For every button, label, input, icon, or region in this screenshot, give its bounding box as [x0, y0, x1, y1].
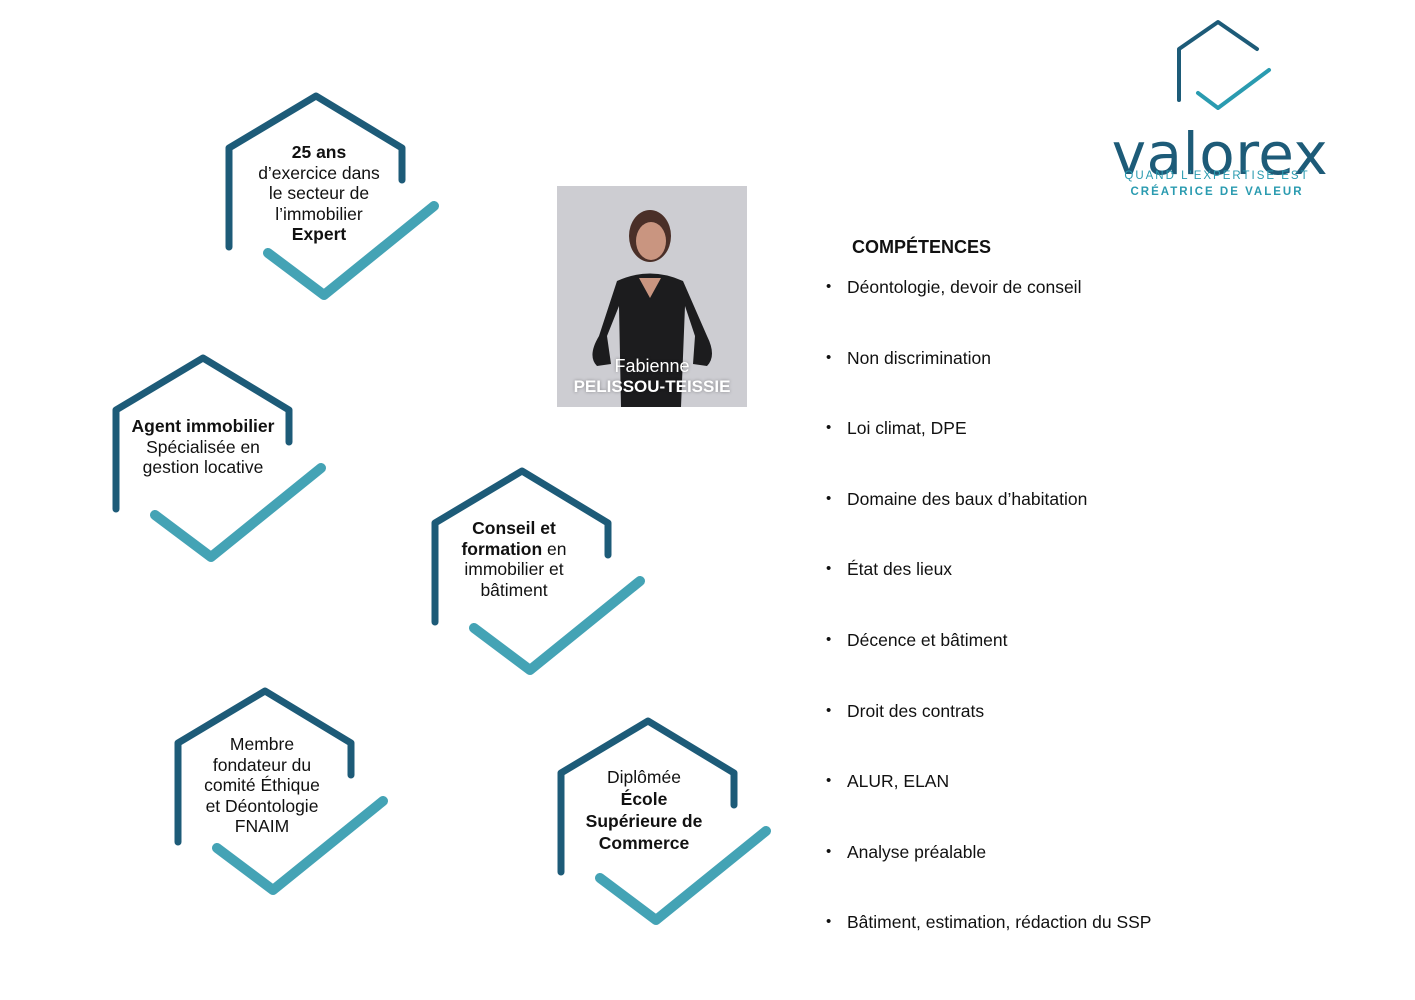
- list-item: Non discrimination: [826, 347, 1151, 418]
- competences-title: COMPÉTENCES: [852, 237, 992, 257]
- badge-line: le secteur de: [268, 183, 370, 203]
- badge-text: Membre fondateur du comité Éthique et Dé…: [162, 734, 362, 837]
- valorex-logo: valorex QUAND L'EXPERTISE EST CRÉATRICE …: [1105, 18, 1335, 208]
- logo-tagline-2: CRÉATRICE DE VALEUR: [1130, 186, 1304, 198]
- badge-line: immobilier et: [464, 559, 564, 579]
- person-silhouette: [557, 186, 747, 407]
- badge-line: Diplômée: [607, 767, 681, 787]
- competences-list: Déontologie, devoir de conseil Non discr…: [826, 276, 1151, 982]
- hexagon-check-icon: [431, 467, 645, 675]
- badge-text: Agent immobilier Spécialisée en gestion …: [103, 416, 303, 478]
- badge-line: 25 ans: [291, 142, 347, 162]
- badge-line: Spécialisée en: [146, 436, 260, 457]
- badge-line: École: [620, 789, 668, 809]
- hexagon-check-icon: [225, 92, 439, 300]
- badge-line: fondateur du: [212, 754, 312, 775]
- list-item: Bâtiment, estimation, rédaction du SSP: [826, 911, 1151, 982]
- badge-line: Commerce: [598, 833, 690, 853]
- hexagon-check-icon: [112, 354, 326, 562]
- badge-agent: Agent immobilier Spécialisée en gestion …: [106, 352, 326, 562]
- badge-text: 25 ans d’exercice dans le secteur de l’i…: [219, 142, 419, 245]
- badge-line: bâtiment: [480, 579, 548, 600]
- profile-last-name: PELISSOU-TEISSIE: [573, 377, 731, 396]
- badge-line: l’immobilier: [275, 203, 363, 224]
- badge-conseil: Conseil et formation en immobilier et bâ…: [425, 465, 645, 675]
- list-item: Domaine des baux d’habitation: [826, 488, 1151, 559]
- badge-line: Supérieure de: [585, 811, 703, 831]
- badge-text: Conseil et formation en immobilier et bâ…: [414, 518, 614, 600]
- badge-line-suffix: en: [542, 538, 567, 559]
- profile-first-name: Fabienne: [614, 356, 690, 376]
- badge-line: Agent immobilier: [131, 416, 275, 436]
- list-item: État des lieux: [826, 558, 1151, 629]
- list-item: ALUR, ELAN: [826, 770, 1151, 841]
- badge-line: comité Éthique: [204, 775, 320, 795]
- badge-line: d’exercice dans: [258, 162, 380, 183]
- badge-line-bold: formation: [461, 538, 543, 559]
- list-item: Déontologie, devoir de conseil: [826, 276, 1151, 347]
- profile-photo: Fabienne PELISSOU-TEISSIE: [557, 186, 747, 407]
- badge-line: Conseil et: [472, 518, 556, 538]
- house-check-icon: [1177, 20, 1271, 110]
- badge-diplome: Diplômée École Supérieure de Commerce: [551, 715, 771, 925]
- badge-line: FNAIM: [234, 816, 290, 836]
- badge-line: Expert: [291, 224, 347, 244]
- badge-membre: Membre fondateur du comité Éthique et Dé…: [168, 685, 388, 895]
- list-item: Droit des contrats: [826, 700, 1151, 771]
- badge-line: et Déontologie: [205, 795, 319, 816]
- list-item: Loi climat, DPE: [826, 417, 1151, 488]
- badge-line: gestion locative: [142, 457, 264, 477]
- logo-tagline-1: QUAND L'EXPERTISE EST: [1124, 170, 1310, 182]
- badge-text: Diplômée École Supérieure de Commerce: [544, 766, 744, 854]
- hexagon-check-icon: [174, 687, 388, 895]
- badge-experience: 25 ans d’exercice dans le secteur de l’i…: [219, 90, 439, 300]
- hexagon-check-icon: [557, 717, 771, 925]
- badge-line: Membre: [229, 734, 295, 754]
- logo-wordmark: valorex: [1111, 120, 1329, 188]
- badge-line: formation en: [414, 539, 614, 560]
- list-item: Décence et bâtiment: [826, 629, 1151, 700]
- list-item: Analyse préalable: [826, 841, 1151, 912]
